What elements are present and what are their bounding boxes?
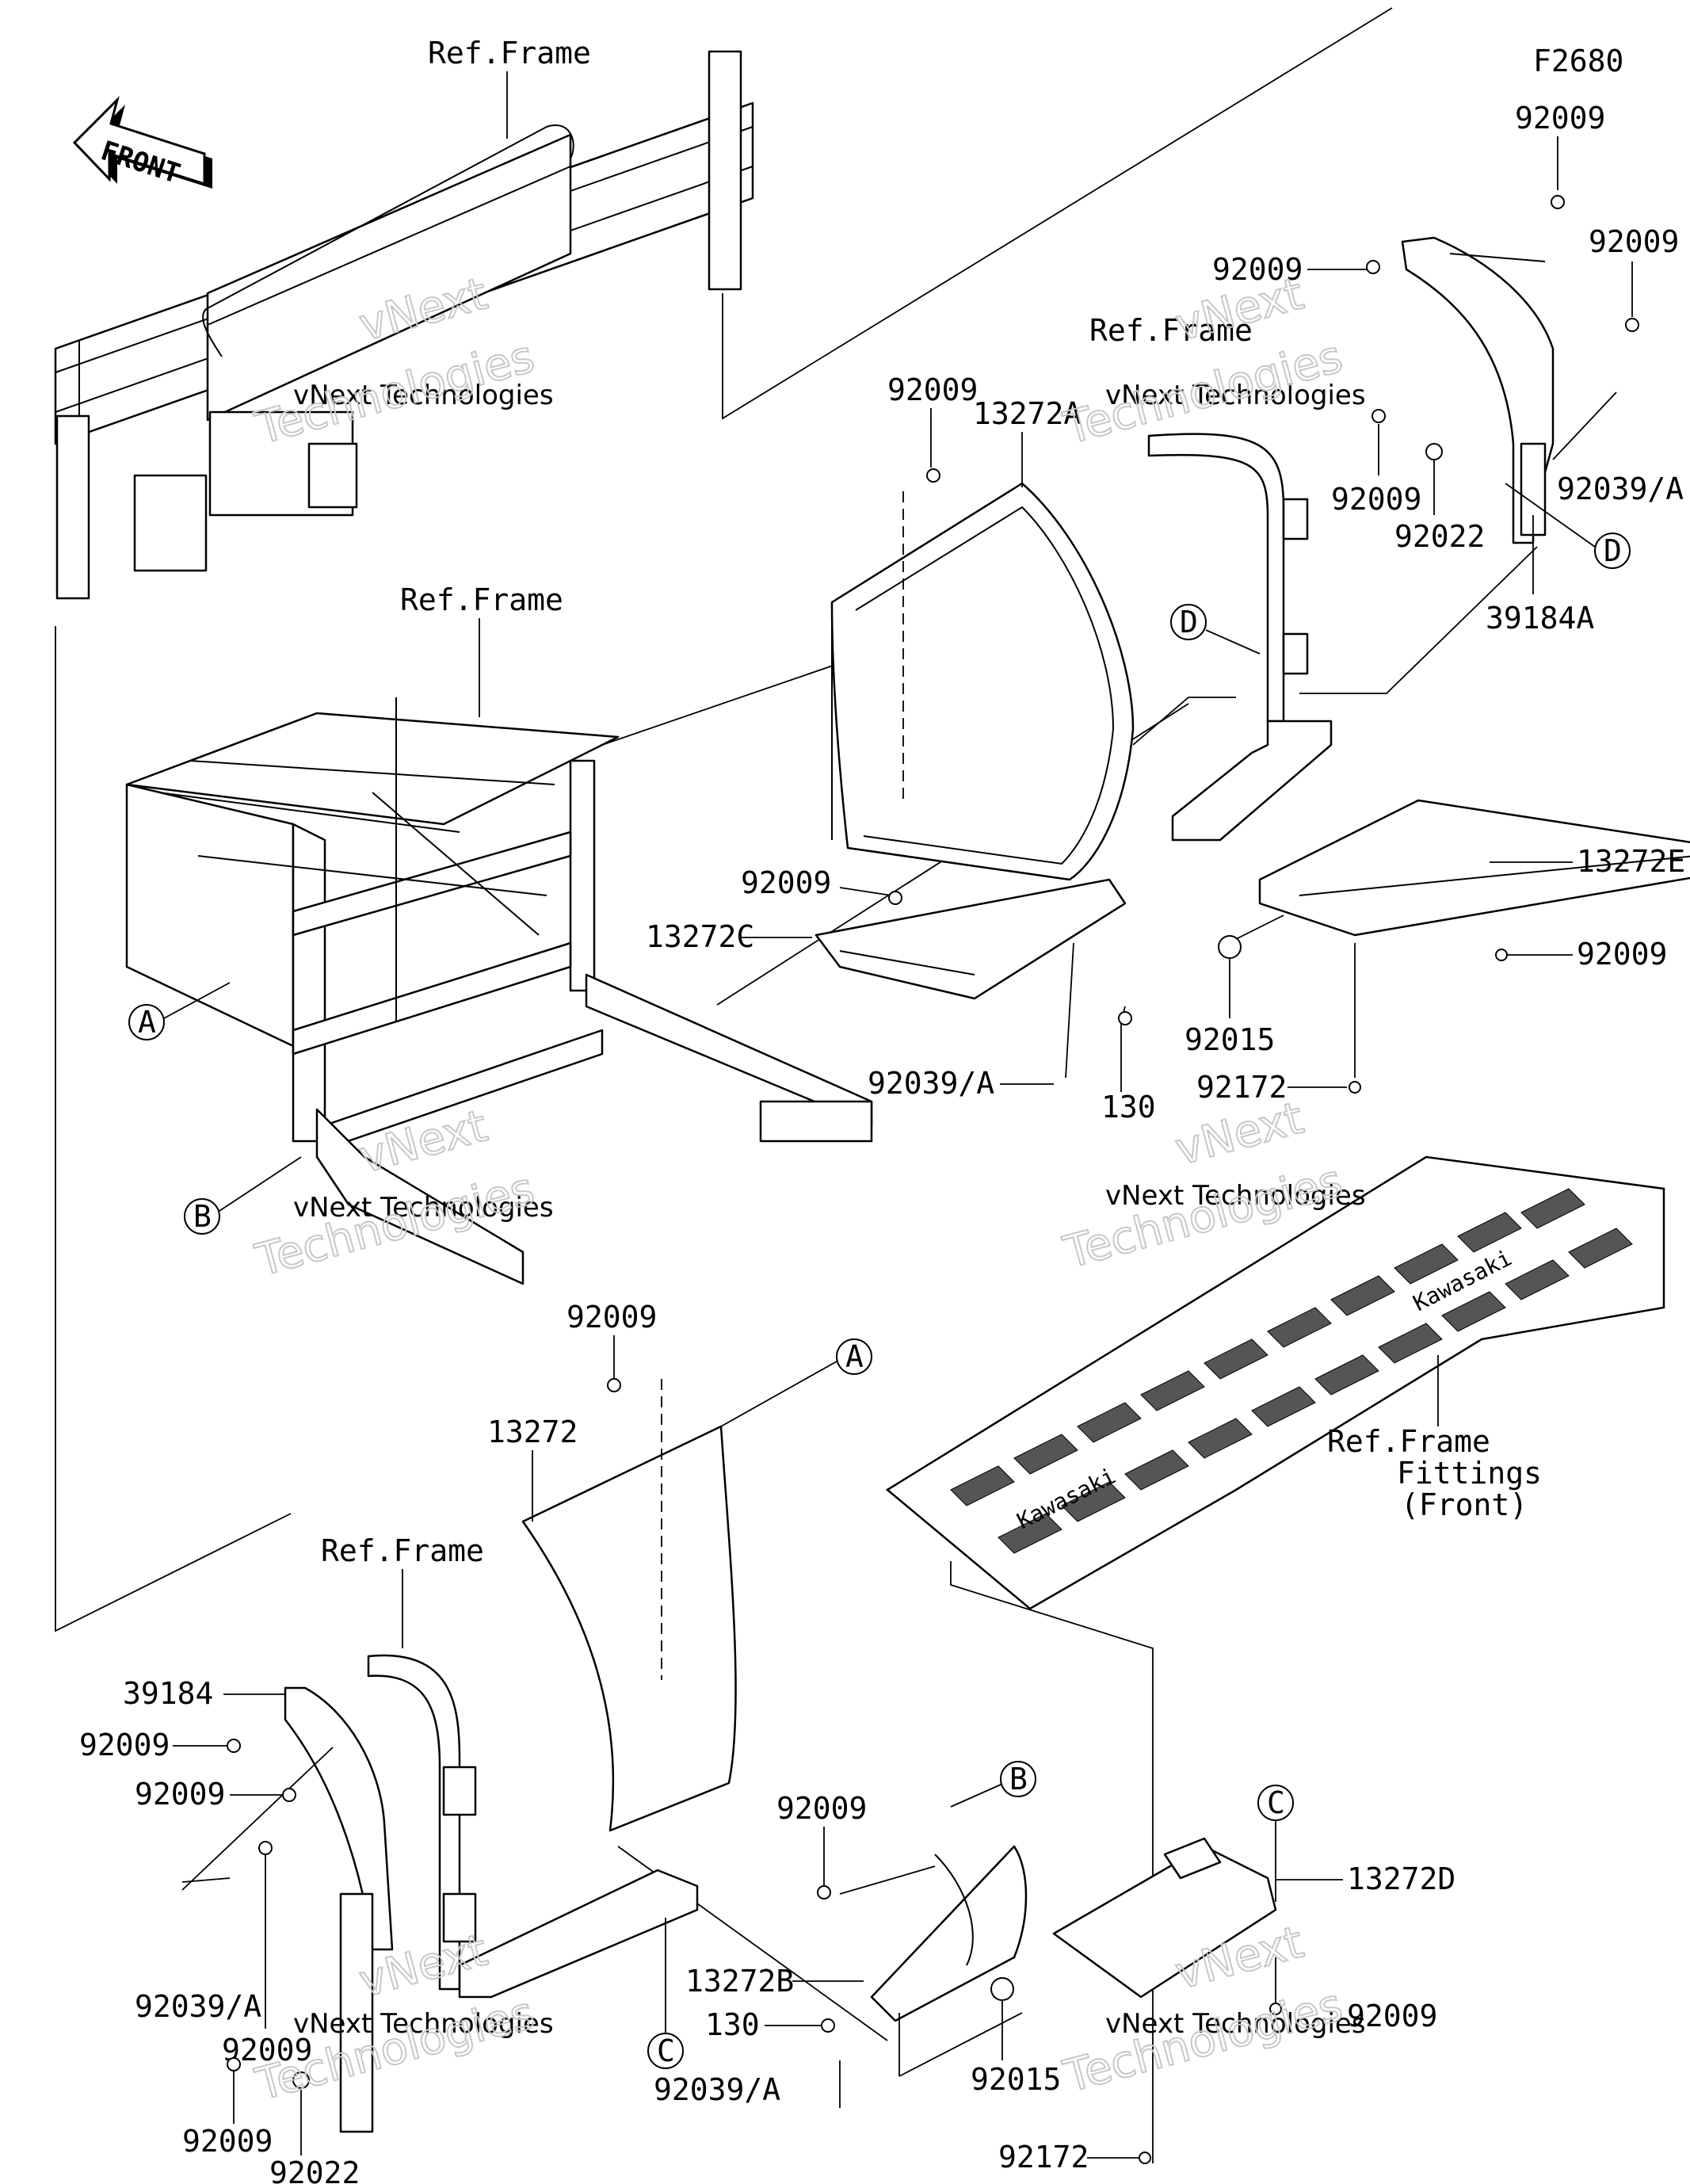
callout-a2-circle <box>836 1338 872 1375</box>
label-92009-c: 92009 <box>1515 101 1605 136</box>
label-92172-b: 92172 <box>998 2140 1089 2174</box>
callout-d: D <box>1180 605 1198 640</box>
label-92009-e: 92009 <box>1589 224 1679 259</box>
ref-frame-label-4: Ref.Frame <box>321 1533 484 1568</box>
ref-frame-right-post <box>1147 433 1333 842</box>
callout-c: C <box>657 2033 675 2068</box>
part-13272D <box>1052 1837 1277 1999</box>
callout-d-circle <box>1170 604 1207 640</box>
label-92009-j: 92009 <box>135 1777 225 1812</box>
ref-frame-label-3: Ref.Frame <box>1089 313 1253 348</box>
label-92009-h: 92009 <box>567 1300 657 1334</box>
ref-frame-fittings-label-2: Fittings <box>1397 1456 1542 1491</box>
label-13272: 13272 <box>487 1415 578 1449</box>
label-92009-b: 92009 <box>741 865 831 900</box>
label-92039A-a: 92039/A <box>868 1066 994 1101</box>
label-39184A: 39184A <box>1486 601 1594 636</box>
ref-frame-label-1: Ref.Frame <box>428 36 591 71</box>
svg-text:Technologies: Technologies <box>1059 1980 1348 2103</box>
part-13272 <box>521 1379 737 1832</box>
label-92039A-c: 92039/A <box>135 1989 261 2024</box>
svg-text:vNext Technologies: vNext Technologies <box>1105 380 1366 411</box>
label-92009-n: 92009 <box>1347 1999 1437 2033</box>
label-92015-a: 92015 <box>1185 1022 1275 1057</box>
callout-a2: A <box>845 1339 864 1374</box>
ref-frame-fittings-label-1: Ref.Frame <box>1327 1424 1490 1459</box>
label-13272E: 13272E <box>1577 844 1685 879</box>
label-13272D: 13272D <box>1347 1861 1455 1896</box>
label-92009-l: 92009 <box>182 2124 273 2159</box>
label-92172-a: 92172 <box>1196 1070 1287 1105</box>
label-130-b: 130 <box>705 2007 760 2042</box>
part-13272E <box>1258 799 1690 937</box>
svg-text:Technologies: Technologies <box>250 1987 540 2111</box>
label-92009-g: 92009 <box>1577 937 1667 972</box>
callout-b: B <box>193 1199 212 1234</box>
label-92009-a: 92009 <box>887 372 978 407</box>
callout-c2: C <box>1267 1785 1285 1820</box>
label-13272C: 13272C <box>646 919 754 954</box>
part-39184 <box>284 1686 394 2133</box>
callout-a-circle <box>128 1004 165 1040</box>
bolt-icon <box>227 195 1639 2164</box>
part-39184A <box>1401 236 1555 544</box>
label-92009-i: 92009 <box>79 1728 170 1762</box>
svg-text:vNext: vNext <box>1170 1092 1309 1175</box>
ref-frame-fittings-label-3: (Front) <box>1401 1487 1528 1522</box>
svg-text:vNext Technologies: vNext Technologies <box>293 380 554 411</box>
callout-b2-circle <box>1000 1761 1036 1797</box>
label-92015-b: 92015 <box>971 2062 1061 2097</box>
label-92022-b: 92022 <box>269 2155 360 2184</box>
floor-mat: Kawasaki Kawasaki <box>885 1155 1665 1610</box>
part-13272A <box>830 482 1135 881</box>
ref-frame-left-post <box>367 1654 699 1999</box>
rear-frame-top <box>54 50 754 600</box>
main-frame <box>125 697 873 1285</box>
svg-text:vNext Technologies: vNext Technologies <box>1105 1180 1366 1212</box>
callout-a: A <box>138 1005 156 1040</box>
label-13272A: 13272A <box>973 396 1082 431</box>
callout-d2: D <box>1604 533 1622 568</box>
label-92009-m: 92009 <box>776 1791 867 1826</box>
label-39184: 39184 <box>123 1676 213 1711</box>
diagram-code: F2680 <box>1533 44 1623 78</box>
label-92039A-b: 92039/A <box>1557 472 1684 506</box>
ref-frame-label-2: Ref.Frame <box>400 582 563 617</box>
svg-text:vNext Technologies: vNext Technologies <box>293 2008 554 2040</box>
part-13272C <box>814 878 1127 1000</box>
label-92022-a: 92022 <box>1394 519 1485 554</box>
label-92009-d: 92009 <box>1212 252 1303 287</box>
svg-text:vNext Technologies: vNext Technologies <box>1105 2008 1366 2040</box>
label-13272B: 13272B <box>685 1964 794 1999</box>
callout-b-circle <box>184 1198 220 1235</box>
part-13272B <box>870 1845 1028 2022</box>
callout-b2: B <box>1009 1762 1028 1796</box>
callout-d2-circle <box>1594 533 1631 569</box>
front-arrow-icon: FRONT <box>72 95 212 190</box>
svg-text:vNext Technologies: vNext Technologies <box>293 1192 554 1224</box>
label-92039A-d: 92039/A <box>654 2072 780 2107</box>
label-130-a: 130 <box>1101 1090 1156 1124</box>
label-92009-f: 92009 <box>1331 482 1421 517</box>
